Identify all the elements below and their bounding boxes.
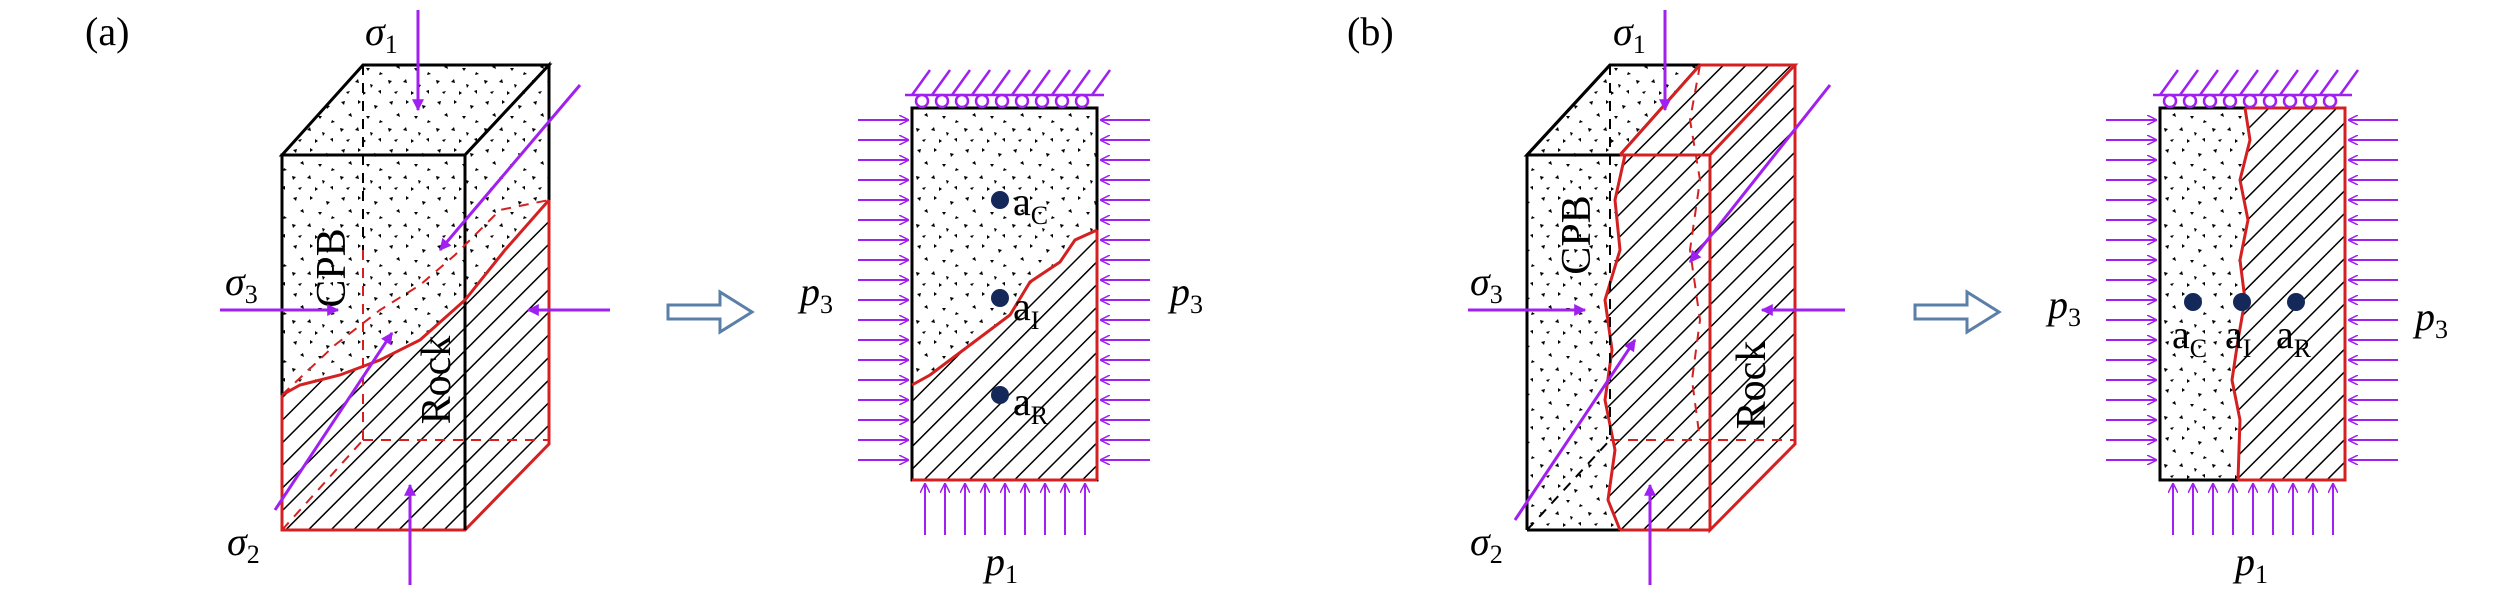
panel-b-block-outline [1525, 63, 1700, 530]
panel-b-point-ac-label: aC [2172, 312, 2207, 363]
panel-b-p3-right-label: p3 [2412, 294, 2448, 344]
panel-a-point-ac-label: aC [1013, 179, 1048, 230]
panel-a-label: (a) [85, 9, 129, 54]
panel-a-block: CPB Rock [278, 61, 553, 532]
panel-b-cpb-front [1527, 155, 1625, 530]
panel-b: (b) CPB Rock [1347, 9, 2448, 589]
panel-a-sigma2-arrow-top [438, 84, 582, 251]
panel-b-rock-outline [1620, 63, 1799, 157]
panel-a-sigma3-label: σ3 [225, 259, 258, 309]
panel-a-interface [281, 199, 551, 397]
panel-b-point-ai-label: aI [2225, 312, 2251, 363]
panel-b-point-ar-marker [2287, 293, 2305, 311]
panel-b-2d-model: aC aI aR [2106, 69, 2398, 535]
panel-b-interface [1603, 154, 1627, 531]
panel-a-point-ai-label: aI [1013, 284, 1039, 335]
panel-b-top-support [2153, 69, 2360, 109]
panel-a-cpb-side [465, 65, 549, 300]
panel-a-rock-front [282, 300, 465, 530]
panel-b-p3-left-label: p3 [2045, 282, 2081, 332]
panel-a-stress-arrows [220, 10, 610, 585]
panel-b-cpb-label: CPB [1554, 195, 1600, 274]
panel-a-top-support [905, 69, 1112, 109]
panel-b-sigma2-arrow [1513, 339, 1637, 521]
panel-b-point-ac-marker [2184, 293, 2202, 311]
panel-a-p3-right-arrows [1101, 120, 1150, 460]
panel-a-p3-left-arrows [858, 120, 908, 460]
panel-a-p1-label: p1 [982, 539, 1018, 589]
panel-a: (a) CPB Rock [85, 9, 1203, 589]
panel-a-sigma2-label: σ2 [227, 519, 260, 569]
panel-b-sigma3-label: σ3 [1470, 259, 1503, 309]
panel-b-point-ai-marker [2233, 293, 2251, 311]
panel-b-p3-right-arrows [2349, 120, 2398, 460]
panel-a-2d-interface [911, 228, 1098, 387]
panel-a-transition-arrow [666, 289, 755, 335]
panel-a-p3-right-label: p3 [1167, 269, 1203, 319]
panel-a-cpb-front [282, 155, 465, 395]
panel-b-p1-label: p1 [2232, 539, 2268, 589]
panel-a-point-ar-marker [991, 386, 1009, 404]
panel-b-transition-arrow [1913, 289, 2002, 335]
panel-b-rock-top [1620, 65, 1795, 155]
panel-b-rock-side [1710, 65, 1795, 530]
panel-a-p3-left-label: p3 [797, 269, 833, 319]
panel-a-rock-label: Rock [414, 336, 460, 425]
panel-b-stress-arrows [1468, 10, 1845, 585]
panel-b-rock-front [1605, 155, 1710, 530]
panel-a-cpb-label: CPB [309, 228, 355, 307]
panel-a-rock-side [465, 200, 549, 530]
panel-b-rock-label: Rock [1729, 341, 1775, 430]
panel-b-sigma2-arrow-top [1688, 84, 1832, 263]
panel-b-sigma1-label: σ1 [1613, 9, 1646, 59]
panel-b-2d-interface [2230, 107, 2252, 481]
panel-b-point-ar-label: aR [2276, 312, 2312, 363]
panel-b-sigma2-label: σ2 [1470, 519, 1503, 569]
panel-a-sigma2-arrow [273, 331, 394, 511]
panel-a-sigma1-label: σ1 [365, 9, 398, 59]
panel-b-p3-left-arrows [2106, 120, 2156, 460]
panel-a-p1-arrows [925, 484, 1085, 535]
panel-a-point-ac-marker [991, 191, 1009, 209]
panel-a-point-ai-marker [991, 289, 1009, 307]
panel-b-block: CPB Rock [1523, 63, 1799, 534]
panel-b-label: (b) [1347, 9, 1394, 54]
panel-a-2d-model: aC aI aR [858, 69, 1150, 535]
panel-a-point-ar-label: aR [1013, 379, 1049, 430]
panel-b-p1-arrows [2173, 484, 2333, 535]
